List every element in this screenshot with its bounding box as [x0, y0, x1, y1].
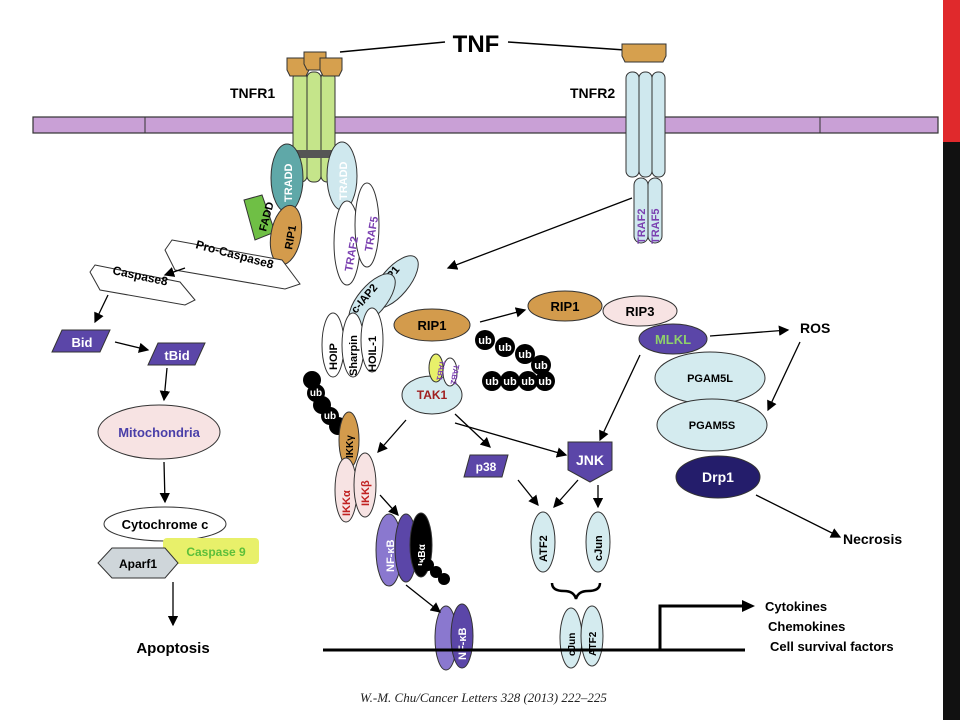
- tnf-label: TNF: [453, 31, 500, 58]
- traf2-r2-label: TRAF2: [636, 209, 648, 244]
- svg-text:cJun: cJun: [567, 633, 578, 656]
- svg-text:cJun: cJun: [593, 535, 605, 561]
- svg-text:MLKL: MLKL: [655, 332, 691, 347]
- tradd-right: TRADD: [326, 141, 358, 211]
- svg-text:NF-κB: NF-κB: [385, 540, 397, 572]
- svg-text:TAK1: TAK1: [417, 388, 448, 402]
- svg-text:Necrosis: Necrosis: [843, 531, 902, 547]
- jnk: JNK: [567, 441, 613, 483]
- svg-text:PGAM5S: PGAM5S: [689, 420, 735, 432]
- svg-text:ATF2: ATF2: [538, 535, 550, 562]
- svg-text:Drp1: Drp1: [702, 469, 734, 485]
- ikk-complex: IKKγ IKKα IKKβ: [334, 411, 377, 523]
- svg-text:ub: ub: [503, 376, 517, 388]
- svg-text:RIP3: RIP3: [626, 304, 655, 319]
- svg-text:JNK: JNK: [576, 452, 604, 468]
- necrosis: Necrosis: [843, 531, 902, 547]
- arrows: [94, 197, 842, 627]
- tbid: tBid: [147, 342, 206, 366]
- drp1: Drp1: [675, 455, 761, 499]
- svg-text:RIP1: RIP1: [283, 224, 299, 250]
- svg-text:ub: ub: [534, 360, 548, 372]
- citation: W.-M. Chu/Cancer Letters 328 (2013) 222–…: [360, 690, 607, 705]
- fadd: FADD: [243, 194, 277, 241]
- rip1-receptor: RIP1: [269, 204, 303, 266]
- svg-text:ub: ub: [478, 335, 492, 347]
- svg-text:IKKβ: IKKβ: [360, 480, 372, 506]
- svg-text:IκBα: IκBα: [417, 543, 428, 566]
- svg-text:PGAM5L: PGAM5L: [687, 373, 733, 385]
- svg-text:tBid: tBid: [164, 348, 189, 363]
- mitochondria: Mitochondria: [97, 404, 221, 460]
- svg-text:Caspase 9: Caspase 9: [186, 545, 246, 559]
- nfkb-ikba-cyto: NF-κB IκBα: [375, 512, 450, 587]
- gene-output-labels: Cytokines Chemokines Cell survival facto…: [765, 599, 894, 654]
- traf5-r2-label: TRAF5: [650, 209, 662, 244]
- cytochrome-c: Cytochrome c: [103, 506, 227, 542]
- tak1-complex: TAK1 TAB1 TAB2: [401, 353, 463, 415]
- svg-text:Mitochondria: Mitochondria: [118, 425, 200, 440]
- svg-text:p38: p38: [476, 460, 497, 474]
- svg-text:Bid: Bid: [72, 335, 93, 350]
- svg-text:ub: ub: [521, 376, 535, 388]
- svg-text:ROS: ROS: [800, 320, 830, 336]
- svg-text:TAB2: TAB2: [448, 364, 460, 386]
- svg-text:TRADD: TRADD: [338, 161, 350, 200]
- dna-line: [323, 600, 755, 652]
- slide-accent-bar: [943, 0, 960, 142]
- svg-text:NF-κB: NF-κB: [457, 628, 469, 660]
- tnfr2-receptor: TNFR2 TRAF2 TRAF5: [570, 43, 667, 244]
- atf2-cjun-cyto: ATF2 cJun: [530, 511, 611, 600]
- svg-text:ub: ub: [310, 388, 322, 399]
- atf2-cjun-nuclear: cJun ATF2: [559, 605, 604, 669]
- svg-text:ub: ub: [324, 411, 336, 422]
- lubac-complex: HOIP Sharpin HOIL-1: [321, 307, 384, 378]
- p38: p38: [463, 454, 509, 478]
- svg-text:Apoptosis: Apoptosis: [136, 640, 209, 657]
- svg-text:Aparf1: Aparf1: [119, 557, 157, 571]
- svg-text:TAB1: TAB1: [434, 360, 446, 382]
- pgam5s: PGAM5S: [656, 398, 768, 452]
- svg-text:TRADD: TRADD: [283, 163, 295, 202]
- svg-text:HOIP: HOIP: [328, 343, 340, 370]
- tnf-ligand: TNF: [339, 31, 626, 58]
- slide-side-bar: [943, 0, 960, 720]
- apaf1: Aparf1: [97, 547, 179, 579]
- cell-membrane: [32, 116, 939, 134]
- svg-text:IKKγ: IKKγ: [345, 435, 356, 458]
- svg-text:HOIL-1: HOIL-1: [367, 336, 379, 372]
- rip1-rip3: RIP1 RIP3: [527, 290, 678, 327]
- svg-text:ub: ub: [498, 342, 512, 354]
- svg-text:ub: ub: [538, 376, 552, 388]
- svg-text:Sharpin: Sharpin: [348, 335, 360, 376]
- tradd-left: TRADD: [270, 143, 304, 213]
- svg-text:Cytochrome c: Cytochrome c: [122, 517, 209, 532]
- svg-text:ATF2: ATF2: [588, 631, 599, 656]
- tnfr2-label: TNFR2: [570, 85, 615, 101]
- pgam5l: PGAM5L: [654, 351, 766, 405]
- ub-chain-rip1: ub ub ub ub ub ub ub ub: [475, 330, 555, 391]
- nfkb-nuclear: NF-κB: [434, 603, 474, 671]
- tnfr1-receptor: TNFR1: [230, 51, 343, 183]
- traf2-traf5: TRAF2 TRAF5: [333, 182, 381, 286]
- svg-text:ub: ub: [518, 349, 532, 361]
- ros: ROS: [800, 320, 830, 336]
- svg-text:RIP1: RIP1: [418, 318, 447, 333]
- svg-text:Chemokines: Chemokines: [768, 619, 845, 634]
- caspase9: Caspase 9: [163, 538, 259, 564]
- tnfr1-label: TNFR1: [230, 85, 275, 101]
- svg-text:Cytokines: Cytokines: [765, 599, 827, 614]
- apoptosis: Apoptosis: [136, 640, 209, 657]
- svg-text:IKKα: IKKα: [341, 490, 353, 516]
- svg-text:ub: ub: [485, 376, 499, 388]
- svg-text:Cell survival factors: Cell survival factors: [770, 639, 894, 654]
- bid: Bid: [51, 329, 111, 353]
- svg-text:RIP1: RIP1: [551, 299, 580, 314]
- mlkl: MLKL: [638, 323, 708, 355]
- rip1-central: RIP1: [393, 308, 471, 342]
